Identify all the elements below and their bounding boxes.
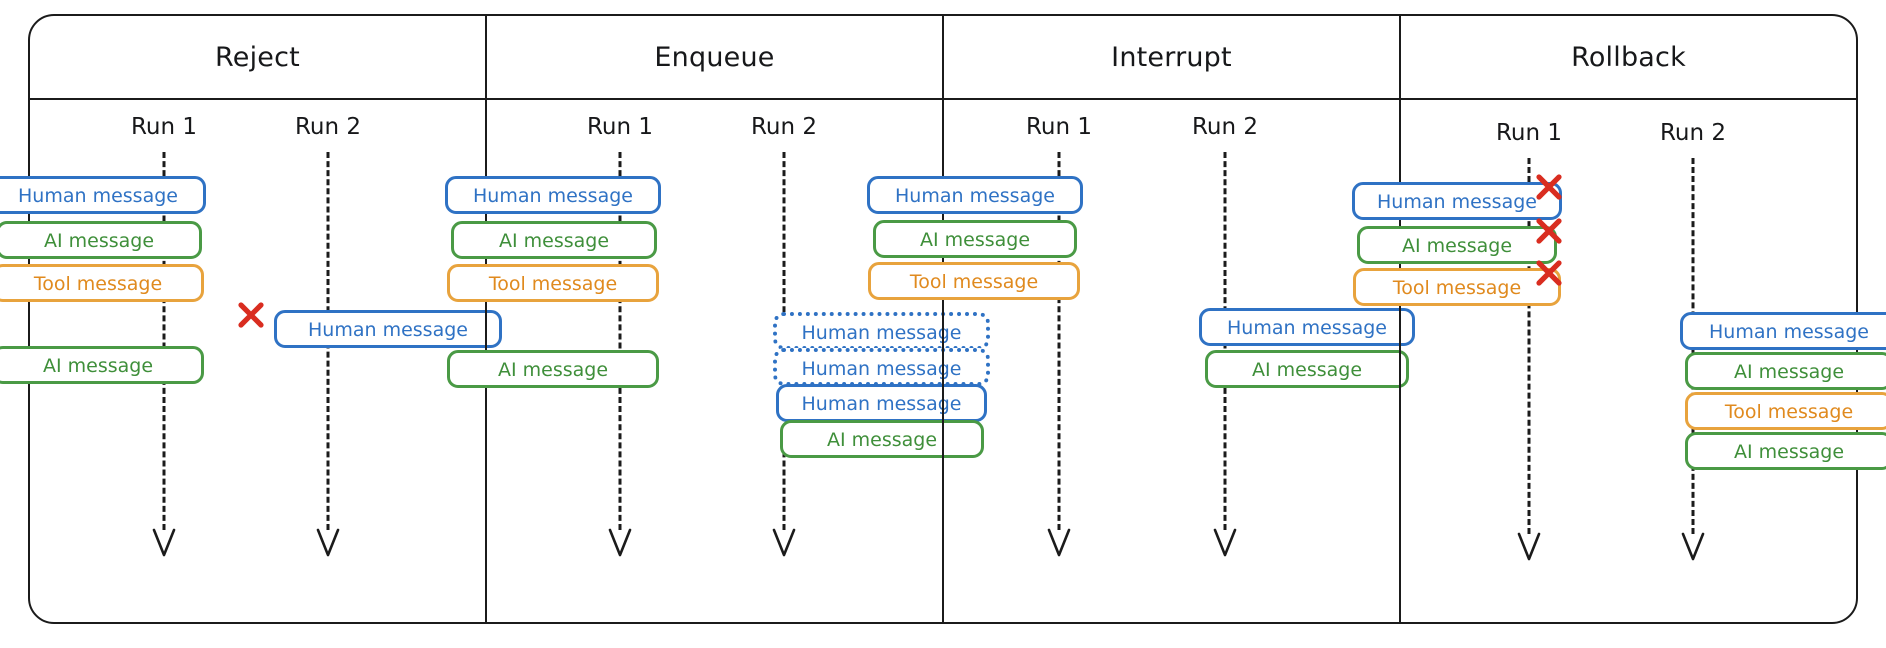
run-label: Run 2 (1191, 114, 1259, 140)
panel-header-enqueue: Enqueue (487, 16, 942, 100)
panel-header-reject: Reject (30, 16, 485, 100)
run-column-reject-run2: Run 2 Human message (128, 100, 528, 622)
message-box-human: Human message (773, 348, 990, 386)
run-label: Run 2 (1659, 120, 1727, 146)
reject-x-icon (236, 300, 266, 330)
message-box-ai: AI message (0, 346, 204, 384)
message-box-human: Human message (867, 176, 1083, 214)
run-lifeline (1527, 158, 1531, 534)
run-label: Run 1 (586, 114, 654, 140)
message-box-ai: AI message (873, 220, 1077, 258)
run-lifeline (1057, 152, 1061, 530)
run-label: Run 1 (1025, 114, 1093, 140)
lifeline-arrow-icon (1212, 528, 1238, 558)
message-box-tool: Tool message (447, 264, 659, 302)
message-box-ai: AI message (1205, 350, 1409, 388)
panel-title: Interrupt (1111, 41, 1232, 73)
run-lifeline (618, 152, 622, 530)
lifeline-arrow-icon (1046, 528, 1072, 558)
reject-x-icon (1534, 258, 1564, 288)
message-box-human: Human message (776, 384, 987, 422)
message-box-ai: AI message (780, 420, 984, 458)
panel-title: Reject (215, 41, 300, 73)
message-box-tool: Tool message (1353, 268, 1561, 306)
reject-x-icon (1534, 172, 1564, 202)
panel-title: Rollback (1571, 41, 1686, 73)
lifeline-arrow-icon (607, 528, 633, 558)
message-box-human: Human message (445, 176, 661, 214)
message-box-ai: AI message (1357, 226, 1557, 264)
panel-header-rollback: Rollback (1401, 16, 1856, 100)
message-box-tool: Tool message (868, 262, 1080, 300)
lifeline-arrow-icon (315, 528, 341, 558)
message-box-human: Human message (274, 310, 502, 348)
panel-title: Enqueue (654, 41, 775, 73)
message-box-human: Human message (1680, 312, 1886, 350)
run-label: Run 1 (1495, 120, 1563, 146)
lifeline-arrow-icon (1680, 532, 1706, 562)
run-label: Run 2 (750, 114, 818, 140)
message-box-tool: Tool message (1685, 392, 1886, 430)
message-box-human: Human message (1352, 182, 1562, 220)
run-label: Run 2 (294, 114, 362, 140)
lifeline-arrow-icon (1516, 532, 1542, 562)
reject-x-icon (1534, 216, 1564, 246)
message-box-ai: AI message (1685, 432, 1886, 470)
message-box-tool: Tool message (0, 264, 204, 302)
run-lifeline (162, 152, 166, 530)
message-box-ai: AI message (447, 350, 659, 388)
message-box-human: Human message (1199, 308, 1415, 346)
message-box-ai: AI message (0, 221, 202, 259)
run-column-interrupt-run2: Run 2 Human message AI message (1025, 100, 1425, 622)
message-box-ai: AI message (1685, 352, 1886, 390)
lifeline-arrow-icon (771, 528, 797, 558)
message-box-human: Human message (0, 176, 206, 214)
lifeline-arrow-icon (151, 528, 177, 558)
message-box-ai: AI message (451, 221, 657, 259)
panel-header-interrupt: Interrupt (944, 16, 1399, 100)
run-label: Run 1 (130, 114, 198, 140)
